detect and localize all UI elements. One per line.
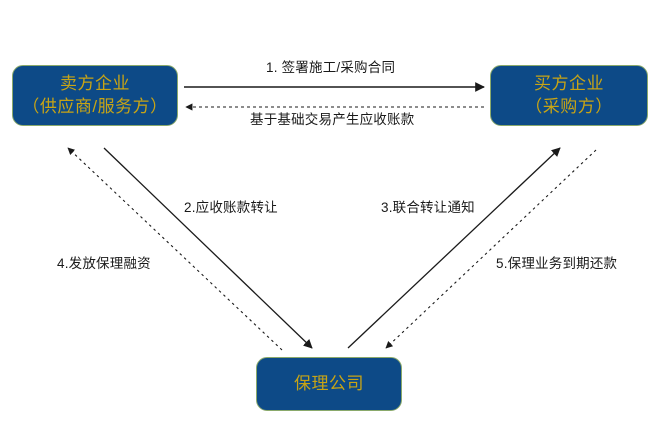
edge-financing-line [67, 147, 283, 351]
edge-transfer-line [103, 147, 313, 349]
edge-label-contract: 1. 签署施工/采购合同 [266, 60, 396, 75]
edge-label-transfer: 2.应收账款转让 [184, 200, 278, 215]
node-seller-line1: 卖方企业 [60, 74, 130, 94]
node-seller-enterprise[interactable]: 卖方企业 （供应商/服务方） [12, 65, 178, 126]
edge-repayment-line [385, 149, 597, 349]
node-buyer-enterprise[interactable]: 买方企业 （采购方） [490, 65, 648, 126]
edge-label-financing: 4.发放保理融资 [57, 256, 151, 271]
edge-label-repayment: 5.保理业务到期还款 [496, 256, 618, 271]
edge-label-notice: 3.联合转让通知 [381, 200, 475, 215]
edge-notice-line [347, 147, 561, 349]
node-buyer-line2: （采购方） [525, 96, 613, 116]
node-buyer-line1: 买方企业 [534, 74, 604, 94]
node-factor-line1: 保理公司 [294, 373, 364, 393]
node-seller-line2: （供应商/服务方） [22, 96, 168, 116]
node-factoring-company[interactable]: 保理公司 [256, 357, 402, 411]
edge-label-receivable: 基于基础交易产生应收账款 [250, 112, 415, 127]
